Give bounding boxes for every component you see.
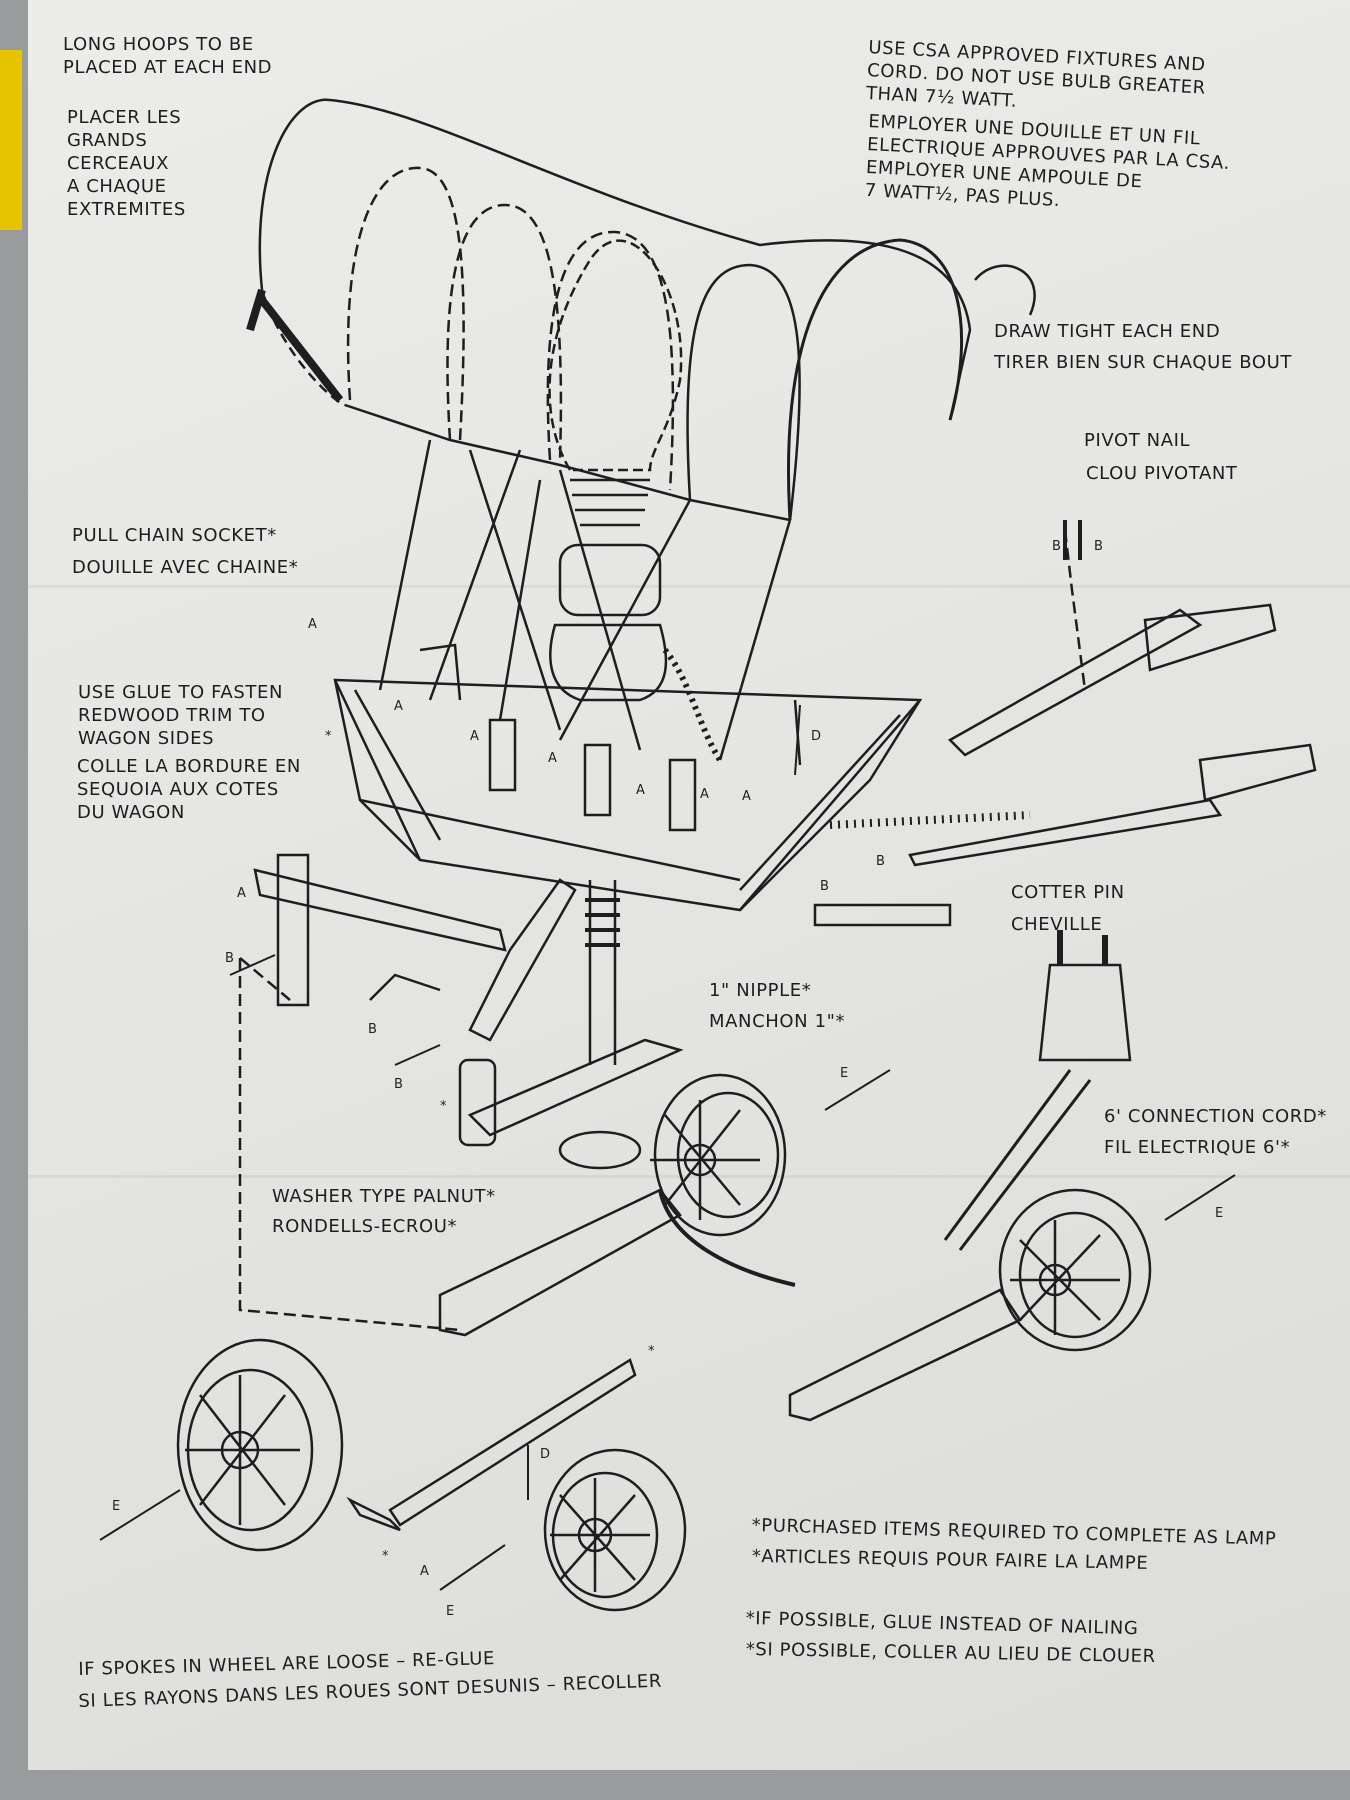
part-letter-a: A bbox=[548, 751, 557, 766]
placer-label: PLACER LES GRANDS CERCEAUX A CHAQUE EXTR… bbox=[67, 106, 186, 221]
part-letter-a: A bbox=[308, 617, 317, 632]
asterisk: * bbox=[648, 1344, 655, 1359]
wagon-box bbox=[333, 439, 923, 912]
csa-warning-fr: EMPLOYER UNE DOUILLE ET UN FIL ELECTRIQU… bbox=[864, 110, 1232, 221]
asterisk: * bbox=[382, 1549, 389, 1564]
part-letter-e: E bbox=[112, 1499, 120, 1514]
text-line: PLACED AT EACH END bbox=[63, 57, 273, 78]
long-hoops-label: LONG HOOPS TO BE PLACED AT EACH END bbox=[63, 33, 272, 79]
wheel bbox=[998, 1188, 1152, 1352]
part-letter-a: A bbox=[237, 886, 246, 901]
wheel bbox=[650, 1073, 787, 1237]
washer-label: WASHER TYPE PALNUT* bbox=[272, 1186, 496, 1207]
fold-line bbox=[28, 585, 1350, 588]
text-line: USE GLUE TO FASTEN bbox=[78, 682, 284, 703]
pull-chain-socket-label: PULL CHAIN SOCKET* bbox=[72, 525, 277, 546]
text-line: SEQUOIA AUX COTES bbox=[77, 779, 279, 800]
rondells-label: RONDELLS-ECROU* bbox=[272, 1216, 458, 1237]
part-letter-a: A bbox=[700, 787, 709, 802]
text-line: PLACER LES bbox=[67, 107, 182, 128]
part-letter-d: D bbox=[811, 729, 821, 744]
tape-measure bbox=[0, 50, 22, 230]
tirer-label: TIRER BIEN SUR CHAQUE BOUT bbox=[994, 352, 1292, 373]
part-letter-a: A bbox=[394, 699, 403, 714]
connection-cord-label: 6' CONNECTION CORD* bbox=[1104, 1106, 1327, 1127]
text-line: EXTREMITES bbox=[67, 199, 186, 220]
text-line: CERCEAUX bbox=[67, 153, 170, 174]
part-letter-d: D bbox=[540, 1447, 550, 1462]
text-line: GRANDS bbox=[67, 130, 148, 151]
use-glue-label: USE GLUE TO FASTEN REDWOOD TRIM TO WAGON… bbox=[78, 681, 283, 750]
center-post bbox=[458, 880, 684, 1170]
part-letter-b: B bbox=[1094, 539, 1103, 554]
text-line: A CHAQUE bbox=[67, 176, 167, 197]
wheel bbox=[176, 1338, 344, 1552]
part-letter-b: B bbox=[1052, 539, 1061, 554]
colle-label: COLLE LA BORDURE EN SEQUOIA AUX COTES DU… bbox=[77, 755, 301, 824]
text-line: DU WAGON bbox=[77, 802, 185, 823]
text-line: COLLE LA BORDURE EN bbox=[77, 756, 301, 777]
part-letter-b: B bbox=[368, 1022, 377, 1037]
part-letter-a: A bbox=[470, 729, 479, 744]
part-letter-b: B bbox=[225, 951, 234, 966]
bulb-and-socket bbox=[548, 239, 723, 762]
manchon-label: MANCHON 1"* bbox=[709, 1011, 846, 1032]
text-line: LONG HOOPS TO BE bbox=[63, 34, 254, 55]
part-letter-b: B bbox=[876, 854, 885, 869]
nipple-label: 1" NIPPLE* bbox=[709, 980, 812, 1001]
part-letter-a: A bbox=[636, 783, 645, 798]
part-letter-e: E bbox=[1215, 1206, 1223, 1221]
text-line: WAGON SIDES bbox=[78, 728, 215, 749]
cheville-label: CHEVILLE bbox=[1011, 914, 1103, 935]
pivot-nail-label: PIVOT NAIL bbox=[1084, 430, 1191, 451]
asterisk: * bbox=[325, 729, 332, 744]
part-letters: A A A A A A A A A B B B B B B B D D E E … bbox=[112, 539, 1223, 1619]
douille-chaine-label: DOUILLE AVEC CHAINE* bbox=[72, 557, 299, 578]
part-letter-e: E bbox=[840, 1066, 848, 1081]
fil-electrique-label: FIL ELECTRIQUE 6'* bbox=[1104, 1137, 1291, 1158]
nails bbox=[99, 704, 1236, 1591]
part-letter-a: A bbox=[742, 789, 751, 804]
part-letter-a: A bbox=[420, 1564, 429, 1579]
wheel bbox=[543, 1448, 687, 1612]
draw-tight-label: DRAW TIGHT EACH END bbox=[994, 321, 1221, 342]
front-axle bbox=[238, 853, 577, 1332]
canopy-hoops bbox=[246, 98, 1036, 522]
cotter-pin-label: COTTER PIN bbox=[1011, 882, 1125, 903]
part-letter-b: B bbox=[820, 879, 829, 894]
axle-blocks bbox=[346, 930, 1132, 1532]
clou-pivotant-label: CLOU PIVOTANT bbox=[1086, 463, 1238, 484]
wagon-tongue bbox=[813, 520, 1317, 927]
asterisk: * bbox=[440, 1099, 447, 1114]
text-line: REDWOOD TRIM TO bbox=[78, 705, 266, 726]
part-letter-b: B bbox=[394, 1077, 403, 1092]
part-letter-e: E bbox=[446, 1604, 454, 1619]
